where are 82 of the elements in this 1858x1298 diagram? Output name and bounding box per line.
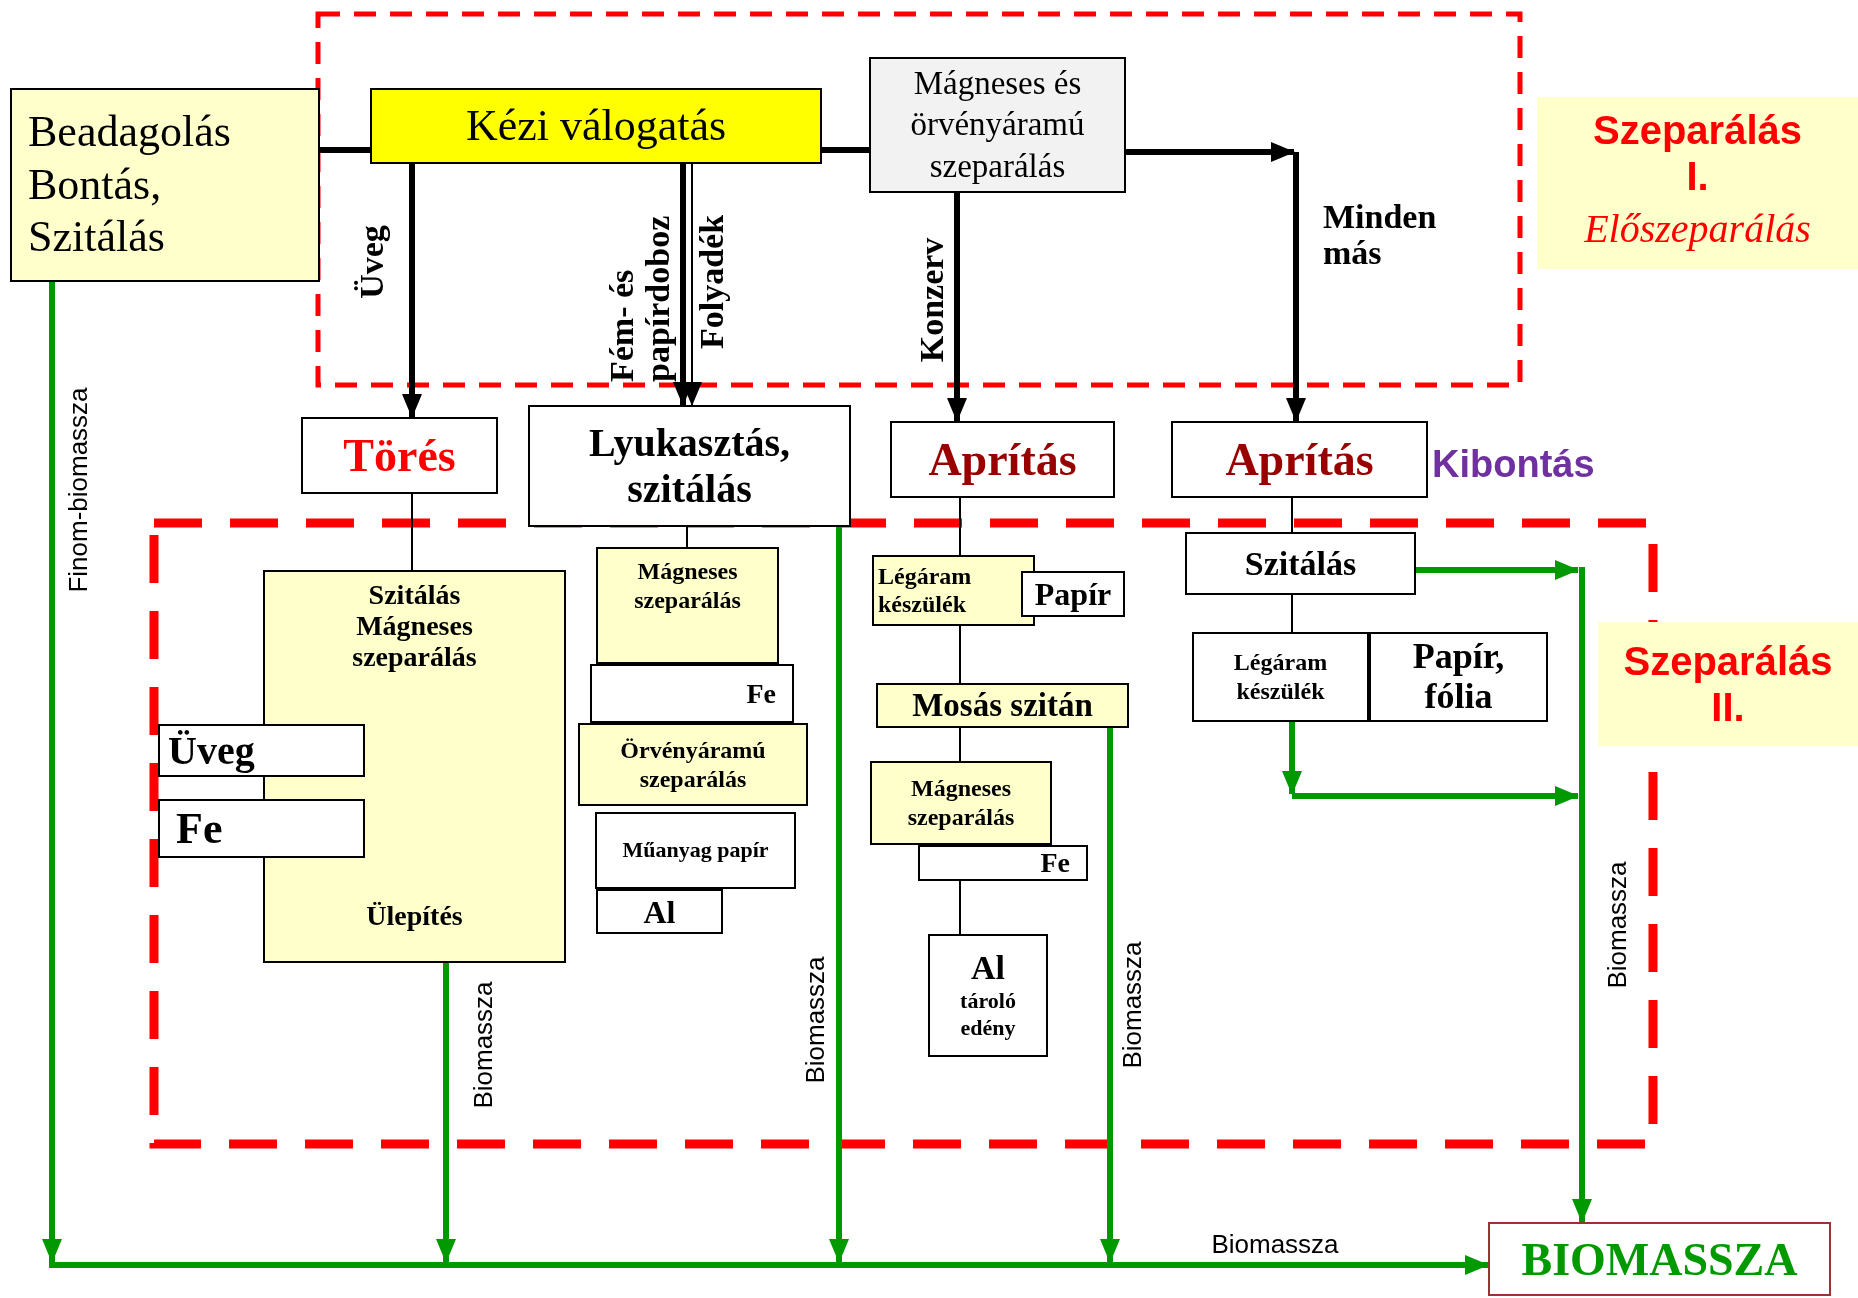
connector-arrow	[1416, 560, 1579, 580]
stage-box	[1537, 97, 1858, 269]
box-subtitle: Előszeparálás	[1584, 205, 1811, 253]
output-box	[595, 812, 796, 889]
box-title: Légáram készülék	[878, 562, 973, 619]
stage-box	[1598, 622, 1858, 746]
box-title: Kézi válogatás	[465, 100, 727, 152]
process-box	[1185, 532, 1416, 595]
box-title: Mágneses szeparálás	[633, 557, 742, 615]
box-title: Beadagolás Bontás, Szitálás	[28, 105, 232, 264]
output-box	[928, 934, 1048, 1057]
edge-label: Biomassza	[1115, 941, 1148, 1069]
edge-label: Minden más	[1323, 199, 1438, 271]
box-title: Mosás szitán	[912, 685, 1093, 725]
box-title: Aprítás	[1225, 433, 1374, 487]
process-box	[872, 555, 1035, 626]
box-title: Szeparálás I.	[1592, 107, 1803, 199]
edge-label: Finom-biomassza	[61, 387, 94, 593]
process-box	[1171, 421, 1428, 498]
connector-arrow	[1100, 728, 1120, 1263]
process-box	[870, 761, 1052, 845]
process-box	[876, 683, 1129, 728]
trunk-line	[49, 1255, 1489, 1275]
output-box	[158, 799, 365, 858]
output-box	[1488, 1222, 1831, 1296]
output-box	[590, 664, 794, 723]
output-box	[918, 845, 1088, 881]
connector-arrow	[436, 963, 456, 1263]
box-title: Légáram készülék	[1232, 648, 1329, 706]
process-box	[890, 421, 1115, 498]
connector-arrow	[1292, 786, 1579, 806]
box-title: Mágneses és örvényáramú szeparálás	[909, 64, 1086, 186]
connector-arrow	[1286, 152, 1306, 422]
line-label: Biomassza	[1211, 1227, 1339, 1261]
output-box	[1021, 571, 1125, 617]
process-box	[578, 723, 808, 806]
connector-arrow	[42, 282, 62, 1263]
box-title: Fe	[176, 802, 223, 855]
box-title: Al	[643, 892, 676, 932]
box-title: Al	[971, 949, 1005, 987]
trunk-line	[1572, 567, 1592, 1223]
box-title: Papír, fólia	[1411, 637, 1506, 717]
edge-label: Biomassza	[798, 956, 831, 1084]
box-title: Szitálás	[1244, 544, 1357, 584]
box-title: Fe	[746, 676, 776, 711]
edge-label: Biomassza	[1600, 861, 1633, 989]
box-title: Szitálás Mágneses szeparálás	[351, 580, 478, 673]
process-box	[10, 88, 320, 282]
connector-arrow	[1126, 142, 1295, 162]
box-subtitle: Ülepítés	[366, 899, 463, 933]
box-title: Fe	[1040, 846, 1070, 880]
process-box	[869, 57, 1126, 193]
process-box	[528, 405, 851, 527]
box-title: BIOMASSZA	[1521, 1232, 1798, 1287]
process-box	[596, 547, 779, 664]
output-box	[596, 889, 723, 934]
box-title: Örvényáramú szeparálás	[619, 735, 767, 794]
connector-arrow	[947, 193, 967, 422]
edge-label: Biomassza	[466, 981, 499, 1109]
process-box	[301, 417, 498, 494]
box-subtitle: tároló edény	[959, 986, 1017, 1042]
connector-arrow	[1282, 722, 1302, 795]
box-title: Üveg	[168, 726, 255, 775]
box-title: Papír	[1034, 575, 1112, 614]
edge-label: Konzerv	[914, 237, 950, 363]
edge-label: Üveg	[354, 225, 390, 299]
output-box	[158, 724, 365, 777]
process-box	[1192, 632, 1369, 722]
output-box	[1369, 632, 1548, 722]
process-box	[370, 88, 822, 164]
box-title: Mágneses szeparálás	[906, 774, 1016, 832]
box-title: Lyukasztás, szitálás	[587, 420, 792, 512]
box-title: Műanyag papír	[621, 837, 770, 864]
connector-arrow	[402, 164, 422, 418]
box-title: Szeparálás II.	[1622, 638, 1834, 730]
side-note: Kibontás	[1432, 442, 1595, 487]
edge-label: Folyadék	[694, 214, 730, 350]
connector-arrow	[829, 527, 849, 1263]
edge-label: Fém- és papírdoboz	[604, 214, 676, 382]
process-box	[263, 570, 566, 963]
box-title: Aprítás	[928, 433, 1077, 487]
box-title: Törés	[343, 429, 456, 483]
